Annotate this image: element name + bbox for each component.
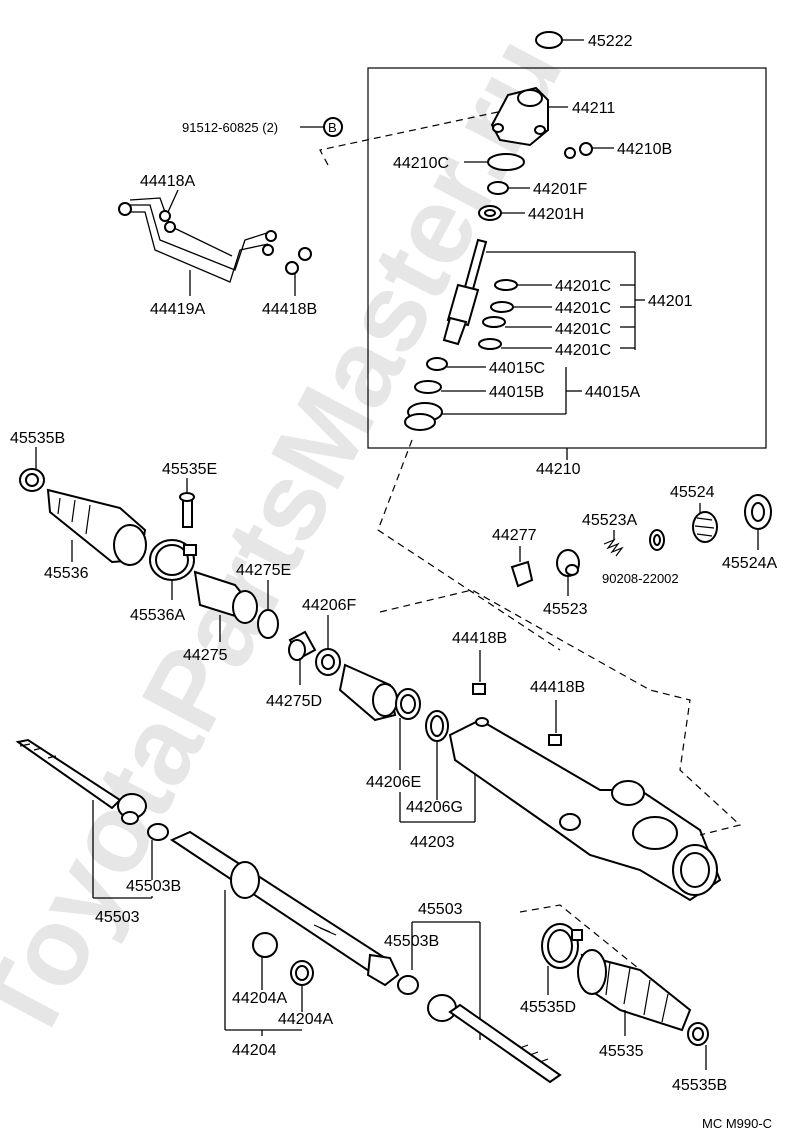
label-45503B-right: 45503B xyxy=(384,933,439,950)
label-45535D: 45535D xyxy=(520,999,576,1016)
label-44204A-1: 44204A xyxy=(232,990,287,1007)
bearing-44015C xyxy=(426,357,486,371)
label-44418B-top: 44418B xyxy=(262,301,317,318)
union-44418B-low xyxy=(548,700,562,746)
label-44201C-1: 44201C xyxy=(555,278,611,295)
bushing-44275D xyxy=(288,630,317,685)
label-45503-left: 45503 xyxy=(95,909,140,926)
union-44418B-mid xyxy=(472,650,486,695)
plug-44015A xyxy=(404,367,582,431)
clip-45535B-top xyxy=(19,468,45,492)
label-45523A: 45523A xyxy=(582,512,637,529)
gasket-44210C xyxy=(464,153,525,171)
bellows-44275 xyxy=(193,570,258,642)
lock-plate-45503B-left xyxy=(147,823,169,880)
bolt-45535E xyxy=(179,478,195,528)
sleeve xyxy=(338,663,398,722)
boot-45536 xyxy=(46,488,147,566)
nuts-44210B xyxy=(564,142,614,159)
label-45535E: 45535E xyxy=(162,461,217,478)
label-44015A: 44015A xyxy=(585,384,640,401)
label-44418B-mid: 44418B xyxy=(452,630,507,647)
tie-rod-end-right-45503 xyxy=(427,994,562,1084)
ring-44201C-2 xyxy=(490,301,552,313)
ring-44204A-1 xyxy=(252,932,278,990)
label-44275D: 44275D xyxy=(266,693,322,710)
label-44204: 44204 xyxy=(232,1042,277,1059)
circle-b-marker: B xyxy=(323,117,343,137)
label-44201: 44201 xyxy=(648,293,693,310)
label-44418A: 44418A xyxy=(140,173,195,190)
label-45535: 45535 xyxy=(599,1043,644,1060)
label-44206E: 44206E xyxy=(366,774,421,791)
nut-90208 xyxy=(649,529,665,551)
ring-44201C-4 xyxy=(478,338,552,350)
ring-44201C-3 xyxy=(482,316,552,328)
label-45503-right: 45503 xyxy=(418,901,463,918)
label-45536A: 45536A xyxy=(130,607,185,624)
label-44275E: 44275E xyxy=(236,562,291,579)
clip-45535B-bottom xyxy=(687,1022,709,1070)
label-45535B-bottom: 45535B xyxy=(672,1077,727,1094)
label-45523: 45523 xyxy=(543,601,588,618)
spring-45523A xyxy=(603,530,624,557)
bearing-44201F xyxy=(487,181,530,195)
band-45535D xyxy=(541,923,583,995)
label-44206G: 44206G xyxy=(406,799,463,816)
plug-44277 xyxy=(510,546,534,588)
label-45503B-left: 45503B xyxy=(126,878,181,895)
boot-45535 xyxy=(577,949,692,1036)
label-45535B-top: 45535B xyxy=(10,430,65,447)
seal-44206F xyxy=(315,615,341,676)
ring-44206G xyxy=(425,710,449,800)
label-44210: 44210 xyxy=(536,461,581,478)
label-44418B-low: 44418B xyxy=(530,679,585,696)
seal-44206E xyxy=(395,688,421,770)
label-91512: 91512-60825 (2) xyxy=(182,120,278,135)
label-44210B: 44210B xyxy=(617,141,672,158)
housing-44211 xyxy=(490,86,568,147)
rack-bar-44204 xyxy=(169,830,400,1030)
label-45222: 45222 xyxy=(588,33,633,50)
label-44201F: 44201F xyxy=(533,181,587,198)
pipe-assembly-44419A xyxy=(118,189,277,296)
label-44201C-3: 44201C xyxy=(555,321,611,338)
label-44419A: 44419A xyxy=(150,301,205,318)
label-44015C: 44015C xyxy=(489,360,545,377)
yoke-45523 xyxy=(556,549,580,596)
circle-b-text: B xyxy=(328,120,337,135)
seal-44201H xyxy=(478,205,525,221)
pinion-shaft-44201 xyxy=(442,238,645,350)
ring-44204A-2 xyxy=(290,960,314,1012)
cap-45222 xyxy=(535,31,584,49)
label-44277: 44277 xyxy=(492,527,537,544)
band-45536A xyxy=(149,539,197,600)
lock-plate-45503B-right xyxy=(397,975,419,995)
footer-code: MC M990-C xyxy=(702,1116,772,1131)
label-44204A-2: 44204A xyxy=(278,1011,333,1028)
label-44203: 44203 xyxy=(410,834,455,851)
label-44206F: 44206F xyxy=(302,597,356,614)
oring-44015B xyxy=(414,380,486,394)
label-45524: 45524 xyxy=(670,484,715,501)
locknut-45524A xyxy=(744,494,772,550)
ring-44275E xyxy=(257,580,279,639)
label-44211: 44211 xyxy=(572,100,615,117)
ring-44201C-1 xyxy=(494,279,552,291)
label-44201C-4: 44201C xyxy=(555,342,611,359)
plug-45524 xyxy=(692,503,718,543)
label-44275: 44275 xyxy=(183,647,228,664)
label-45536: 45536 xyxy=(44,565,89,582)
label-44015B: 44015B xyxy=(489,384,544,401)
label-45524A: 45524A xyxy=(722,555,777,572)
label-44210C: 44210C xyxy=(393,155,449,172)
unions-44418B-top xyxy=(285,247,312,296)
rack-housing-44203 xyxy=(448,717,722,902)
label-90208: 90208-22002 xyxy=(602,571,679,586)
tie-rod-end-left-45503 xyxy=(15,738,152,899)
label-44201C-2: 44201C xyxy=(555,300,611,317)
label-44201H: 44201H xyxy=(528,206,584,223)
